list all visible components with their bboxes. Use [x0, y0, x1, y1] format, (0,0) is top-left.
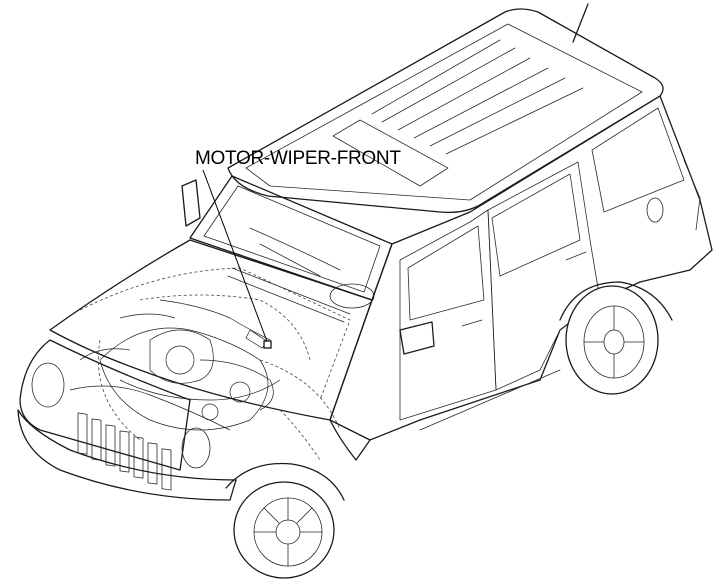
rear-wheel-arch: [559, 281, 673, 321]
sunroof: [332, 119, 449, 187]
rear-window: [491, 173, 581, 277]
body-side: [329, 95, 713, 461]
wiper-motor-connector: [263, 340, 272, 349]
antenna: [572, 3, 589, 43]
grille: [17, 339, 237, 501]
hood: [49, 239, 373, 421]
callout-leader-line: [202, 169, 269, 345]
windshield: [189, 175, 393, 309]
left-headlight: [31, 362, 65, 408]
roof: [227, 8, 664, 214]
engine-bay: [69, 299, 341, 461]
front-window: [407, 225, 485, 321]
front-wheel: [233, 481, 335, 579]
fuel-door: [646, 197, 664, 223]
rear-wheel: [565, 285, 659, 395]
left-mirror: [181, 179, 201, 227]
right-headlight: [181, 427, 211, 469]
front-wheel-arch: [225, 462, 345, 501]
callout-label-motor-wiper-front: MOTOR-WIPER-FRONT: [195, 148, 401, 169]
front-door: [399, 209, 497, 421]
right-mirror: [399, 321, 435, 355]
quarter-window: [591, 107, 685, 213]
